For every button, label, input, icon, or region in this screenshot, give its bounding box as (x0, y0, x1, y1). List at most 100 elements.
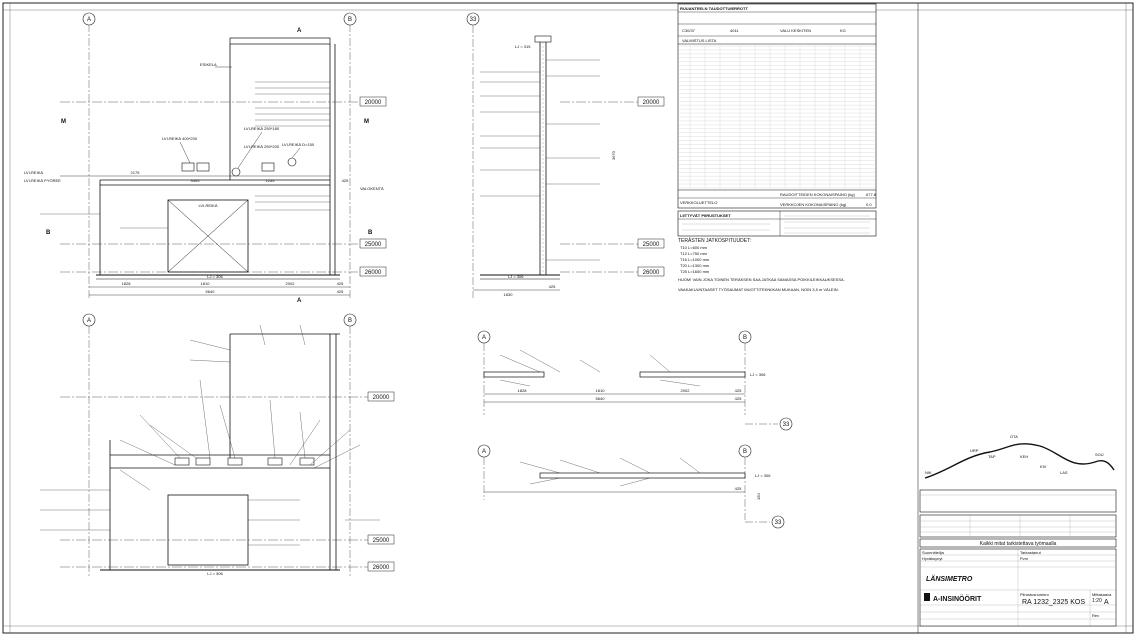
client-logo: LÄNSIMETRO (926, 575, 973, 583)
hsec-dim-total: 5640 (596, 396, 606, 401)
rebar-cell-0: C30/37 (682, 28, 696, 33)
level-25000-section: 25000 (643, 242, 660, 248)
section-mark-m-left: M (61, 119, 66, 125)
lap-4: T25 L=1600 mm (680, 269, 710, 274)
grid-axis-a-lower: A (87, 318, 91, 324)
lap-3: T20 L=1300 mm (680, 263, 710, 268)
rebar-weight-value2: 0.0 (866, 202, 872, 207)
section-dim-1: 1830 (504, 292, 514, 297)
hsec-upper-label: LJ = 306 (750, 372, 766, 377)
section-dim-2: 425 (549, 284, 556, 289)
section-horizontal: A B 1828 1810 2002 425 5640 425 LJ = 306… (477, 330, 793, 529)
station-6: LAS (1060, 470, 1068, 475)
section-axis-33: 33 (470, 17, 477, 23)
grid-axis-a-bubble (82, 12, 96, 26)
station-3: KEH (1020, 454, 1028, 459)
section-bottom-label: LJ = 306 (508, 274, 524, 279)
section-mark-b-right: B (368, 230, 373, 236)
rebar-table: RUUANTEELN TAUDOTTUIERROTT C30/37 4011 V… (677, 3, 877, 209)
upper-label-6: LVI-REIKÄ D=150 (282, 142, 315, 147)
hsec-axis-33-lower: 33 (775, 520, 782, 526)
level-20000-lower: 20000 (373, 395, 390, 401)
hsec-lower-label: LJ = 306 (755, 473, 771, 478)
rebar-list-label: VERKKOLUETTELO (680, 200, 717, 205)
level-26000-lower: 26000 (373, 565, 390, 571)
opening-rectangle (167, 199, 249, 273)
upper-label-2: ESIKELA (200, 62, 217, 67)
grid-axis-b-lower: B (348, 318, 352, 324)
grid-axis-b-bubble (343, 12, 357, 26)
level-26000-upper: 26000 (365, 270, 382, 276)
hsec-axis-33-upper: 33 (783, 422, 790, 428)
rebar-cell-3: KG (840, 28, 846, 33)
rebar-header-title: RUUANTEELN TAUDOTTUIERROTT (680, 6, 748, 11)
grid-axis-b-label: B (348, 17, 352, 23)
level-26000-section: 26000 (643, 270, 660, 276)
level-25000-lower: 25000 (373, 538, 390, 544)
section-height: 3670 (611, 150, 616, 160)
upper-dim-4: 425 (337, 281, 344, 286)
hsec-dim-2: 1810 (596, 388, 606, 393)
tb-small-6: Rev (1092, 613, 1099, 618)
upper-pin-label: VALOKENTÄ (360, 186, 384, 191)
hsec2-axis-b: B (743, 449, 747, 455)
upper-mid-dim-1: 2175 (131, 170, 141, 175)
title-block: Kaikki mitat tarkistettava työmaalla Suu… (919, 489, 1117, 627)
level-25000-upper: 25000 (365, 242, 382, 248)
section-top-label: LJ = 315 (515, 44, 531, 49)
station-1: URP (970, 448, 979, 453)
hsec-depth: 150 (756, 493, 761, 500)
grid-axis-a-label: A (87, 17, 91, 23)
rebar-weight-label2: VERKKOJEN KOKONAISPAINO (kg) (780, 202, 847, 207)
upper-mid-dim-3: 1245 (266, 178, 276, 183)
station-4: KIV (1040, 464, 1047, 469)
rebar-weight-label: RAUDOITTEIDEN KOKONAISPAINO (kg) (780, 192, 855, 197)
station-7: SOU (1095, 452, 1104, 457)
upper-dim-5: 425 (337, 289, 344, 294)
section-mark-a-bottom: A (297, 298, 302, 304)
upper-label-3: LVI-REIKÄ 400*200 (162, 136, 198, 141)
rebar-weight-value: 677.8 (866, 192, 877, 197)
tb-small-4: Mittakaava (1092, 592, 1112, 597)
upper-mid-dim-2: 3405 (191, 178, 201, 183)
level-20000-section: 20000 (643, 100, 660, 106)
section-vertical: 33 20000 25000 26000 LJ = 315 LJ = 306 1… (466, 12, 665, 298)
revision: A (1104, 599, 1109, 606)
lap-title: TERÄSTEN JATKOSPITUUDET: (678, 237, 751, 244)
notes-block: LIITTYVÄT PIIRUSTUKSET TERÄSTEN JATKOSPI… (677, 210, 877, 292)
upper-label-4: LVI-REIKÄ 250*180 (244, 126, 280, 131)
notes-title: LIITTYVÄT PIIRUSTUKSET (680, 213, 731, 218)
note-2: VAAKAKUUNTAASET TYÖSAUMAT MUOTTITEKNIIKA… (678, 287, 839, 292)
upper-dim-2: 1810 (201, 281, 211, 286)
hsec2-dim: 425 (735, 486, 742, 491)
upper-dim-total: 5640 (206, 289, 216, 294)
station-5: NIK (925, 470, 932, 475)
hsec-axis-b: B (743, 335, 747, 341)
designer-logo-mark (924, 593, 930, 601)
upper-dim-1: 1828 (122, 281, 132, 286)
measurements-note: Kaikki mitat tarkistettava työmaalla (980, 541, 1057, 547)
opening-label: LVI-REIKÄ (198, 203, 217, 208)
hsec-dim-4: 425 (735, 388, 742, 393)
hsec-dim-3: 2002 (681, 388, 691, 393)
designer-logo: A-INSINÖÖRIT (933, 594, 982, 603)
sheet-frame (2, 2, 1134, 634)
station-2: TAP (988, 454, 996, 459)
hsec-dim-5: 425 (735, 396, 742, 401)
section-mark-b-left: B (46, 230, 51, 236)
tb-small-0: Suunnittelija (922, 550, 945, 555)
lower-wall-label: LJ = 306 (207, 571, 223, 576)
drawing-number: RA 1232_2325 KOS (1022, 599, 1085, 606)
upper-label-5: LVI-REIKÄ 250*200 (244, 144, 280, 149)
hsec2-axis-a: A (482, 449, 486, 455)
upper-label-0: LVI-REIKÄ (24, 170, 43, 175)
tb-small-5: Piirustusnumero (1020, 592, 1050, 597)
tb-small-2: Hyväksynyt (922, 556, 943, 561)
upper-wall-label: LJ = 306 (207, 274, 223, 279)
lap-2: T16 L=1000 mm (680, 257, 710, 262)
tb-scale: 1:20 (1092, 598, 1102, 604)
plan-upper: A B 20000 25000 26000 LVI-REIKÄ (24, 12, 387, 304)
rebar-sum-label: VALMISTUS LISTA (682, 38, 717, 43)
